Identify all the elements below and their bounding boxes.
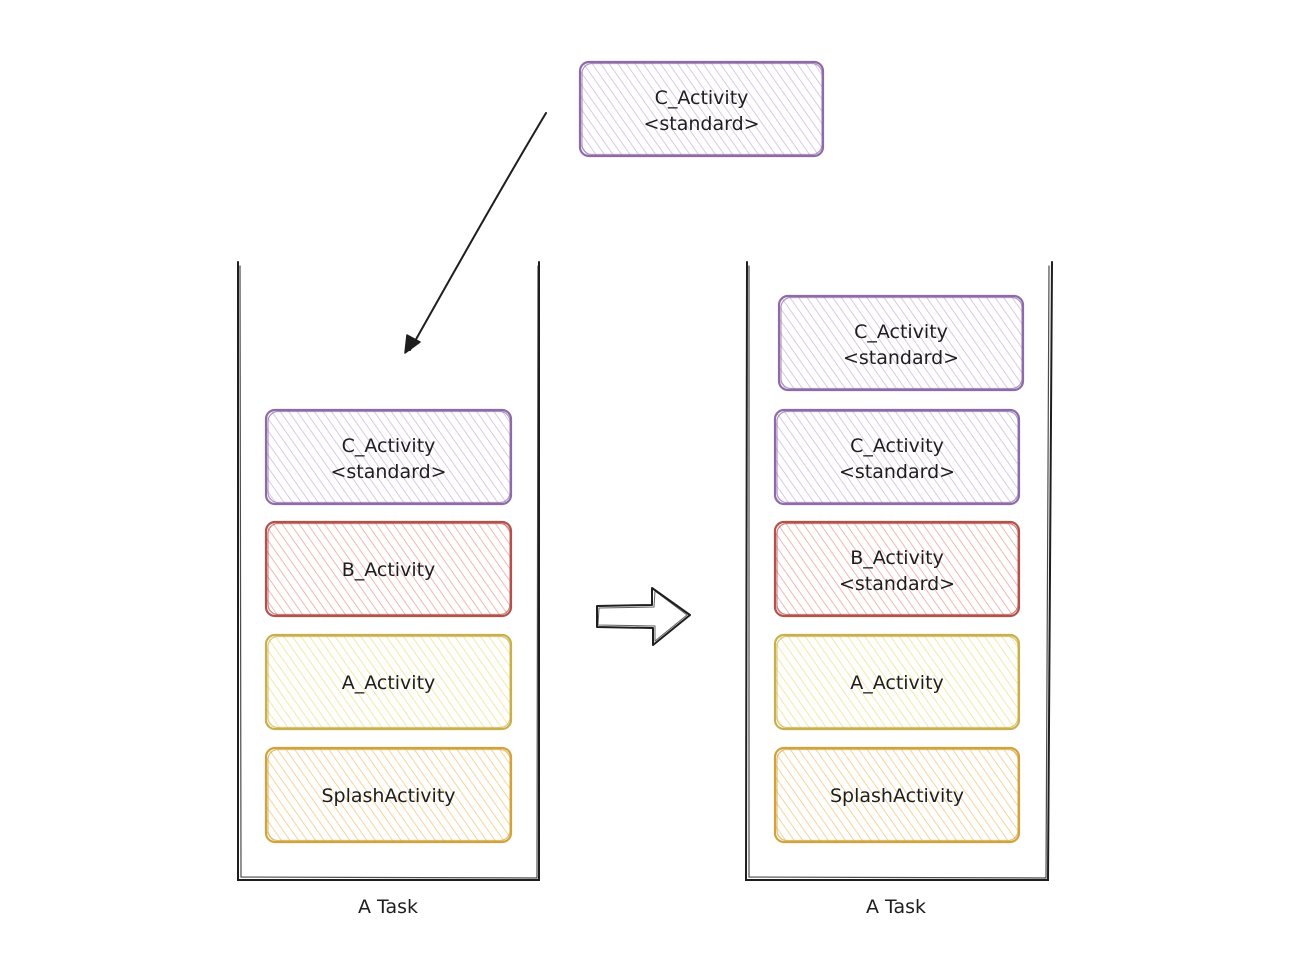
- activity-name: C_Activity: [342, 435, 436, 457]
- activity-box-before-1: B_Activity: [264, 520, 513, 618]
- activity-box-after-2: B_Activity <standard>: [773, 520, 1021, 618]
- launch-mode-label: <standard>: [839, 461, 955, 483]
- activity-name: A_Activity: [850, 672, 944, 694]
- task-label-before: A Task: [358, 896, 418, 918]
- push-arrow: [404, 112, 547, 354]
- launch-mode-label: <standard>: [330, 461, 446, 483]
- activity-name: B_Activity: [850, 547, 944, 569]
- activity-box-after-3: A_Activity: [773, 633, 1021, 731]
- activity-box-before-3: SplashActivity: [264, 746, 513, 844]
- activity-box-before-0: C_Activity <standard>: [264, 408, 513, 506]
- task-container-after: [744, 261, 1053, 881]
- activity-box-after-1: C_Activity <standard>: [773, 408, 1021, 506]
- activity-name: C_Activity: [655, 87, 749, 109]
- activity-box-incoming: C_Activity <standard>: [578, 60, 825, 158]
- task-stack-before: C_Activity <standard> B_ActivityA_Activity…: [264, 408, 513, 844]
- activity-name: SplashActivity: [830, 785, 964, 807]
- incoming-activity-box: C_Activity <standard>: [578, 60, 825, 158]
- task-label-after: A Task: [866, 896, 926, 918]
- task-container-before: [237, 261, 540, 881]
- activity-name: C_Activity: [854, 321, 948, 343]
- task-stack-after: C_Activity <standard> C_Activity <standard>…: [773, 294, 1025, 844]
- transition-arrow: [596, 587, 691, 646]
- activity-name: SplashActivity: [321, 785, 455, 807]
- launch-mode-label: <standard>: [843, 347, 959, 369]
- activity-box-after-0: C_Activity <standard>: [777, 294, 1025, 392]
- launch-mode-label: <standard>: [839, 573, 955, 595]
- activity-name: B_Activity: [342, 559, 436, 581]
- activity-name: C_Activity: [850, 435, 944, 457]
- launch-mode-label: <standard>: [643, 113, 759, 135]
- activity-box-after-4: SplashActivity: [773, 746, 1021, 844]
- activity-box-before-2: A_Activity: [264, 633, 513, 731]
- activity-name: A_Activity: [342, 672, 436, 694]
